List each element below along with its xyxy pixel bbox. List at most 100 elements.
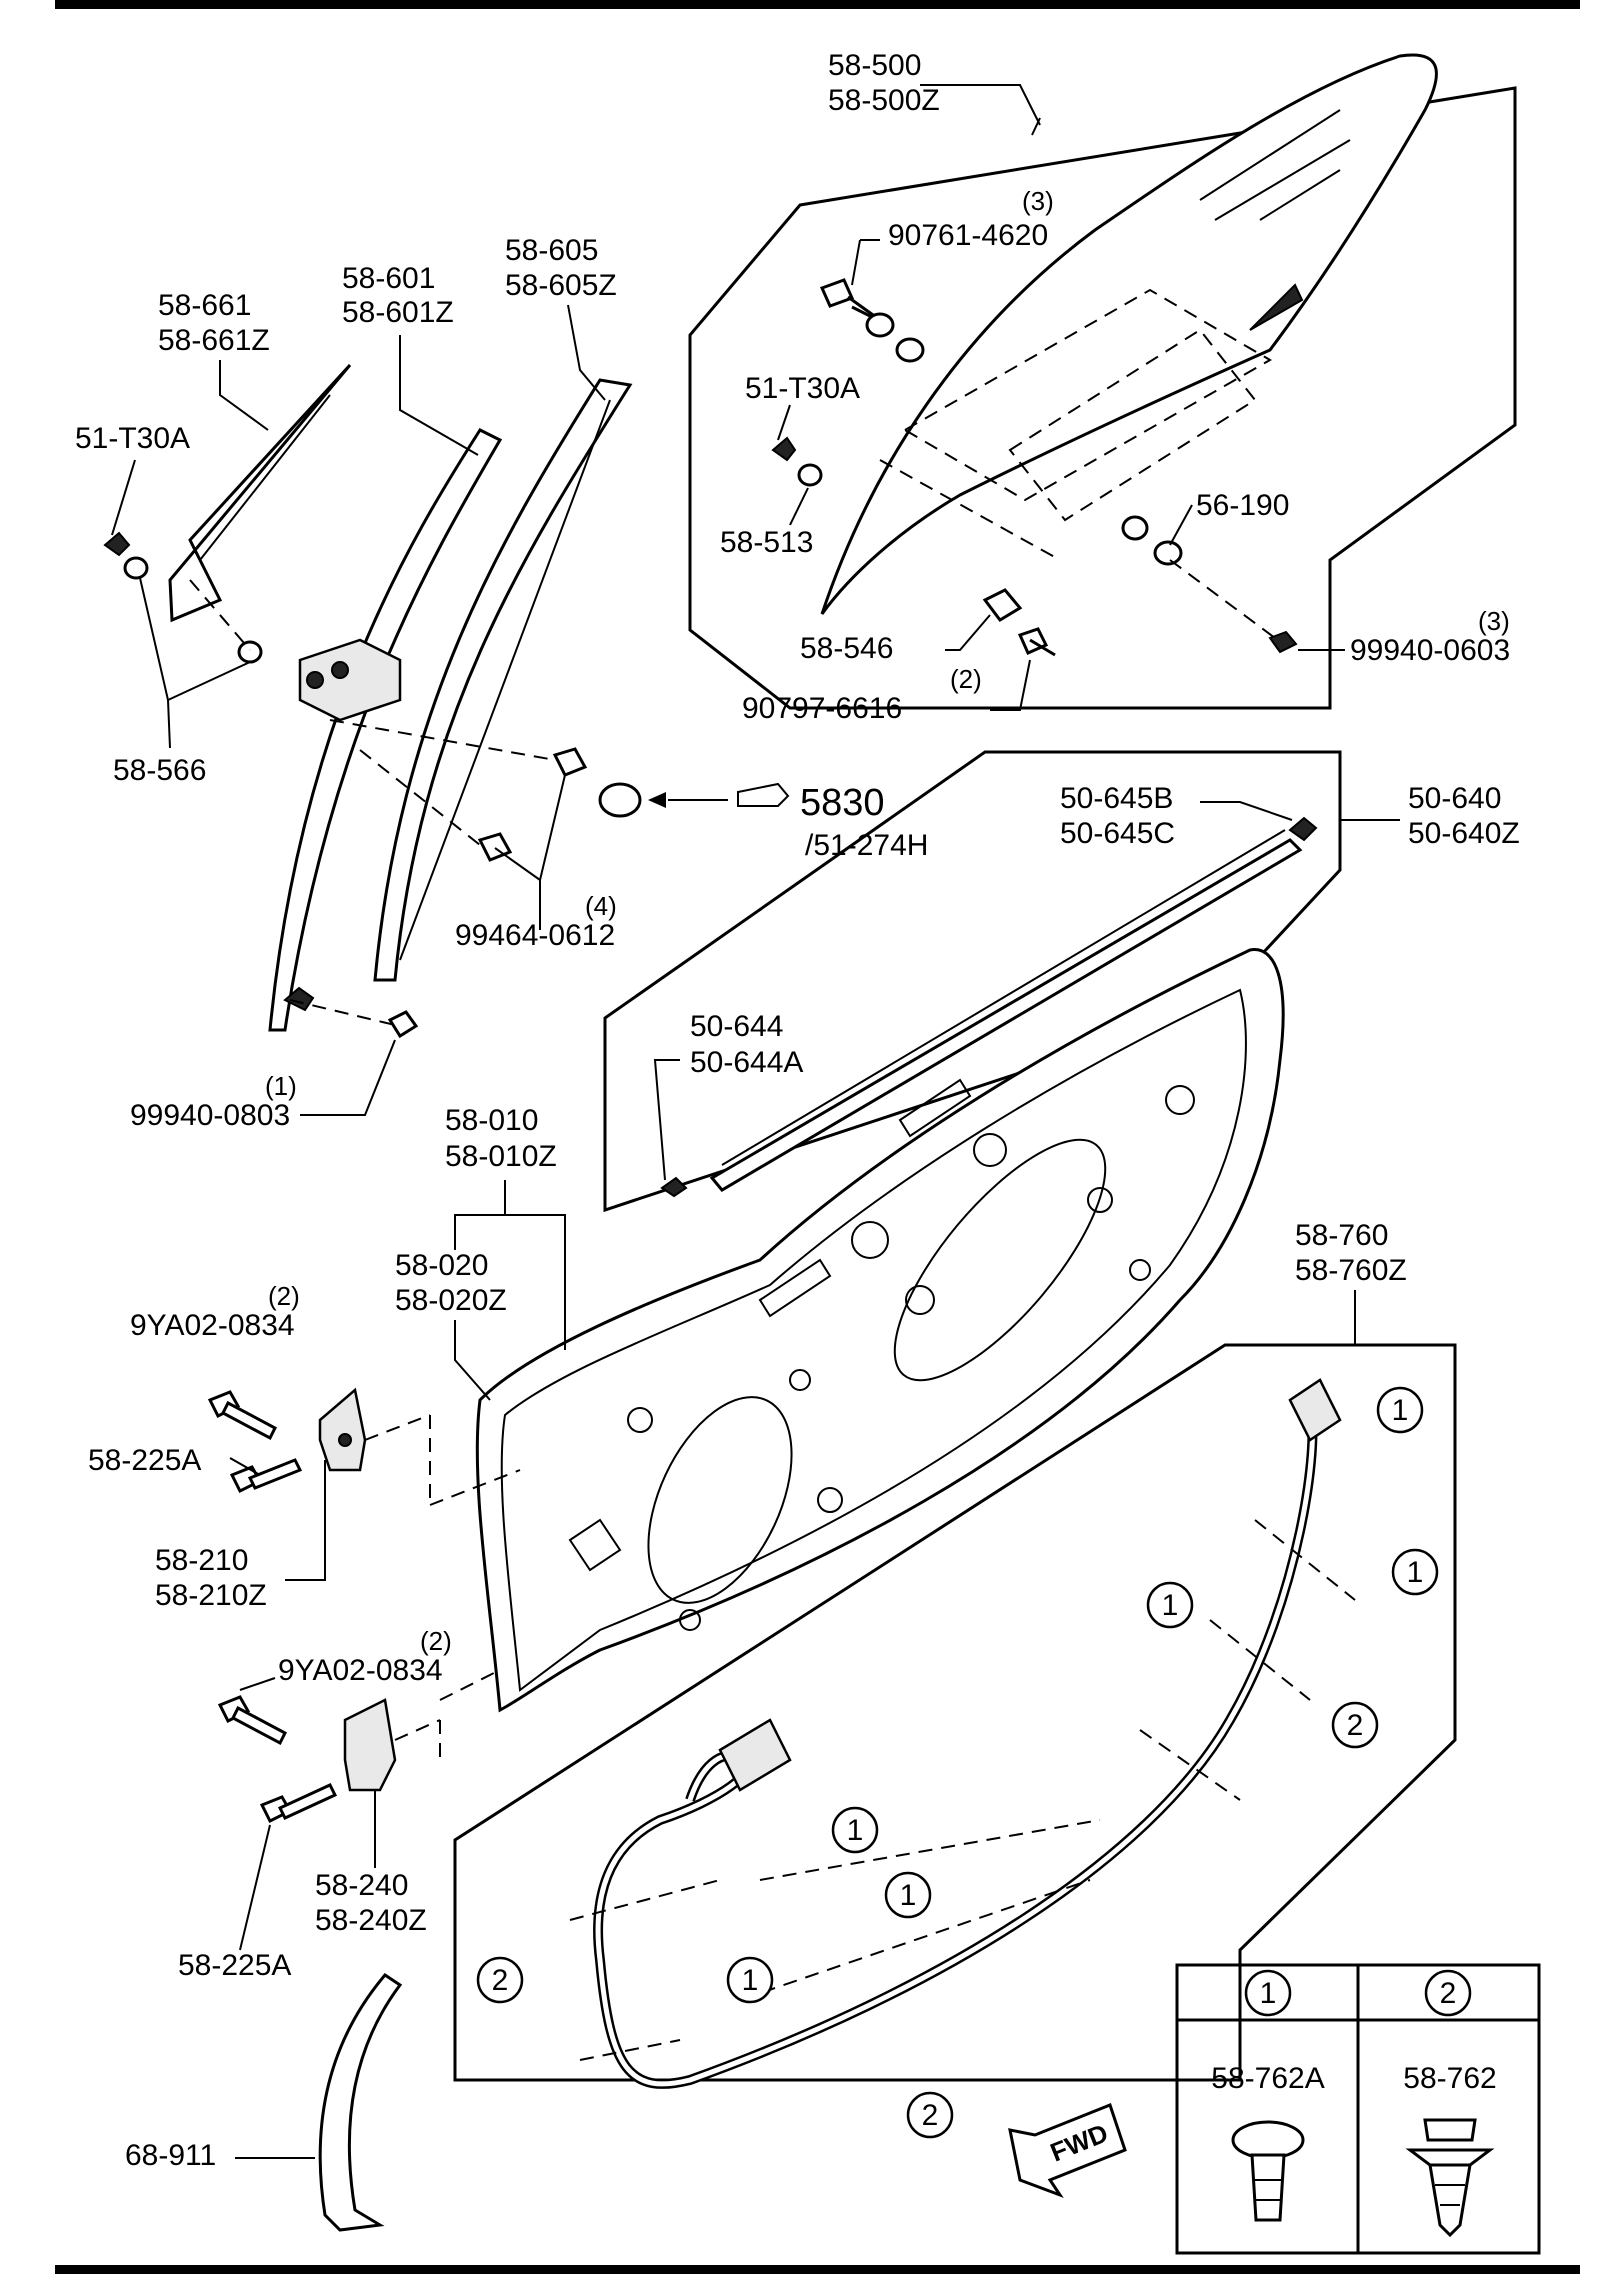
- qty-90761: (3): [1022, 186, 1054, 216]
- qty-99940-0603: (3): [1478, 606, 1510, 636]
- label-90761: 90761-4620: [888, 219, 1048, 252]
- clip-marker-10: 2: [906, 2091, 954, 2139]
- label-5830: 5830: [800, 782, 885, 824]
- grommet-58566-b: [237, 640, 263, 664]
- label-58240-1: 58-240: [315, 1869, 408, 1902]
- label-58760-1: 58-760: [1295, 1219, 1388, 1252]
- label-9ya02-lower: 9YA02-0834: [278, 1654, 443, 1687]
- clip-marker-9: 2: [476, 1956, 524, 2004]
- nut-99940-0803: [387, 1010, 419, 1039]
- label-99464: 99464-0612: [455, 919, 615, 952]
- clip-58762a-icon: [1231, 2120, 1305, 2222]
- qty-90797: (2): [950, 664, 982, 694]
- label-58210-2: 58-210Z: [155, 1579, 267, 1612]
- channel-58605: [373, 378, 633, 982]
- door-glass: [820, 53, 1438, 615]
- label-51t30a-right: 51-T30A: [745, 372, 860, 405]
- label-quarter-2: 58-661Z: [158, 324, 270, 357]
- label-58210-1: 58-210: [155, 1544, 248, 1577]
- qty-99464: (4): [585, 891, 617, 921]
- svg-text:1: 1: [1162, 1589, 1179, 1622]
- label-9ya02-upper: 9YA02-0834: [130, 1309, 295, 1342]
- clip-51t30a-left: [103, 531, 131, 557]
- door-speaker-hole: [647, 1396, 793, 1604]
- channel-58601: [268, 428, 503, 1032]
- grommet-58566-a: [123, 556, 149, 580]
- legend-part-2: 58-762: [1403, 2062, 1496, 2095]
- clip-marker-8: 1: [726, 1956, 774, 2004]
- hand-pointer-icon: [737, 782, 790, 807]
- label-56190: 56-190: [1196, 489, 1289, 522]
- door-shell-group: [475, 948, 1285, 1713]
- label-58760-2: 58-760Z: [1295, 1254, 1407, 1287]
- label-50644-1: 50-644: [690, 1010, 783, 1043]
- svg-text:1: 1: [742, 1964, 759, 1997]
- clip-marker-6: 1: [831, 1806, 879, 1854]
- quarter-glass: [168, 363, 352, 623]
- svg-text:1: 1: [1392, 1394, 1409, 1427]
- legend-header-1: 1: [1260, 1977, 1277, 2010]
- label-58240-2: 58-240Z: [315, 1904, 427, 1937]
- arrow-icon: [648, 792, 666, 808]
- label-58010-1: 58-010: [445, 1104, 538, 1137]
- svg-text:2: 2: [922, 2099, 939, 2132]
- quarter-glass-group: [103, 363, 642, 1039]
- label-50644-2: 50-644A: [690, 1046, 803, 1079]
- label-50645-1: 50-645B: [1060, 782, 1173, 815]
- glass-group: [688, 53, 1517, 710]
- plug-5830: [598, 782, 642, 818]
- weatherstrip-frame: [453, 1343, 1457, 2082]
- washer: [865, 312, 895, 338]
- label-99940-0803: 99940-0803: [130, 1099, 290, 1132]
- svg-text:1: 1: [847, 1814, 864, 1847]
- label-90797: 90797-6616: [742, 692, 902, 725]
- label-58010-2: 58-010Z: [445, 1140, 557, 1173]
- qty-9ya02-lower: (2): [420, 1626, 452, 1656]
- washer-56190-shape: [1153, 540, 1183, 566]
- hinge-58240: [343, 1698, 397, 1792]
- hinge-58210: [318, 1387, 367, 1472]
- label-58605-1: 58-605: [505, 234, 598, 267]
- top-border: [55, 0, 1580, 9]
- clip-marker-1: 1: [1376, 1386, 1424, 1434]
- bushing-shape: [982, 588, 1023, 622]
- seal-68911: [318, 1973, 403, 2232]
- label-glass-2: 58-500Z: [828, 84, 940, 117]
- label-58546: 58-546: [800, 632, 893, 665]
- weatherstrip-group: [453, 1343, 1457, 2089]
- clip-marker-2: 1: [1391, 1548, 1439, 1596]
- clip-marker-5: 2: [1331, 1701, 1379, 1749]
- label-50645-2: 50-645C: [1060, 817, 1175, 850]
- nut-shape: [1268, 630, 1298, 654]
- label-50640-1: 50-640: [1408, 782, 1501, 815]
- upper-hinge-group: [207, 1387, 521, 1506]
- label-58020-2: 58-020Z: [395, 1284, 507, 1317]
- clip-50645: [1288, 816, 1318, 842]
- qty-99940-0803: (1): [265, 1071, 297, 1101]
- regulator-bracket: [298, 638, 402, 722]
- label-58605-2: 58-605Z: [505, 269, 617, 302]
- clip-marker-3: 1: [1146, 1581, 1194, 1629]
- label-51t30a-left: 51-T30A: [75, 422, 190, 455]
- svg-text:1: 1: [1407, 1556, 1424, 1589]
- clip-marker-7: 1: [884, 1871, 932, 1919]
- clip-58762-icon: [1405, 2118, 1495, 2238]
- fwd-arrow: FWD: [1008, 2103, 1127, 2199]
- belt-molding-group: [603, 750, 1342, 1213]
- label-58601-2: 58-601Z: [342, 296, 454, 329]
- label-58225a-upper: 58-225A: [88, 1444, 201, 1477]
- label-quarter-1: 58-661: [158, 289, 251, 322]
- molding-50640: [709, 838, 1303, 1192]
- legend-part-1: 58-762A: [1211, 2062, 1324, 2095]
- label-68911: 68-911: [125, 2139, 216, 2172]
- clip-legend-table: 1 2 58-762A 58-762: [1175, 1963, 1541, 2255]
- label-58601-1: 58-601: [342, 262, 435, 295]
- lower-hinge-group: [217, 1669, 501, 1824]
- bottom-border: [55, 2265, 1580, 2274]
- legend-header-2: 2: [1440, 1977, 1457, 2010]
- svg-text:2: 2: [1347, 1709, 1364, 1742]
- label-58513: 58-513: [720, 526, 813, 559]
- qty-9ya02-upper: (2): [268, 1281, 300, 1311]
- glass-group-frame: [688, 86, 1517, 710]
